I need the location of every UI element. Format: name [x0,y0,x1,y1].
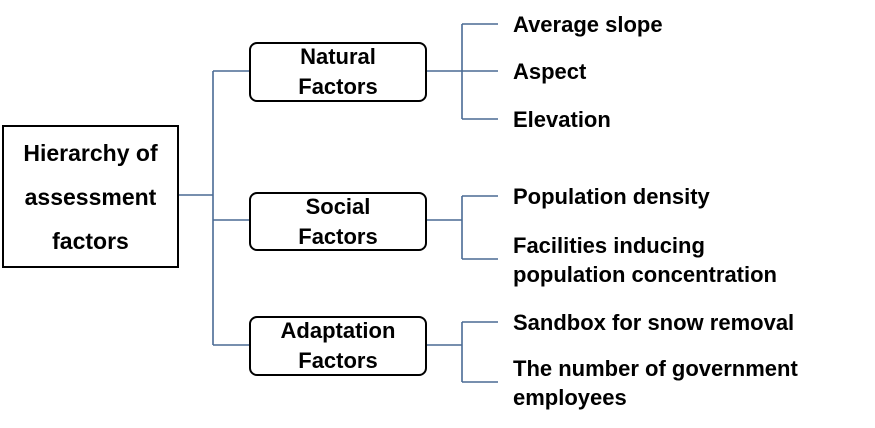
root-node: Hierarchy of assessment factors [2,125,179,268]
category-natural: Natural Factors [249,42,427,102]
leaf-average-slope-label: Average slope [513,12,663,37]
category-natural-line-1: Natural [300,44,376,69]
leaf-elevation-label: Elevation [513,107,611,132]
leaf-population-density-label: Population density [513,184,710,209]
category-social-line-2: Factors [298,223,378,249]
root-label-line-2: assessment [24,183,157,210]
leaf-employees-line-2: employees [513,385,627,410]
leaf-aspect-label: Aspect [513,59,587,84]
leaf-facilities-line-2: population concentration [513,262,777,287]
leaf-sandbox: Sandbox for snow removal [513,308,794,337]
category-social-line-1: Social [305,193,371,219]
category-adaptation-line-2: Factors [298,348,378,373]
category-adaptation: Adaptation Factors [249,316,427,376]
category-adaptation-line-1: Adaptation [280,318,396,343]
leaf-government-employees: The number of government employees [513,354,798,412]
category-social: Social Factors [249,192,427,251]
leaf-facilities-inducing: Facilities inducing population concentra… [513,231,777,289]
root-label-line-1: Hierarchy of [23,139,158,166]
leaf-average-slope: Average slope [513,10,663,39]
leaf-elevation: Elevation [513,105,611,134]
leaf-aspect: Aspect [513,57,586,86]
leaf-employees-line-1: The number of government [513,356,798,381]
leaf-sandbox-label: Sandbox for snow removal [513,310,795,335]
leaf-population-density: Population density [513,182,710,211]
category-natural-line-2: Factors [298,74,378,99]
leaf-facilities-line-1: Facilities inducing [513,233,705,258]
root-label-line-3: factors [52,227,129,254]
